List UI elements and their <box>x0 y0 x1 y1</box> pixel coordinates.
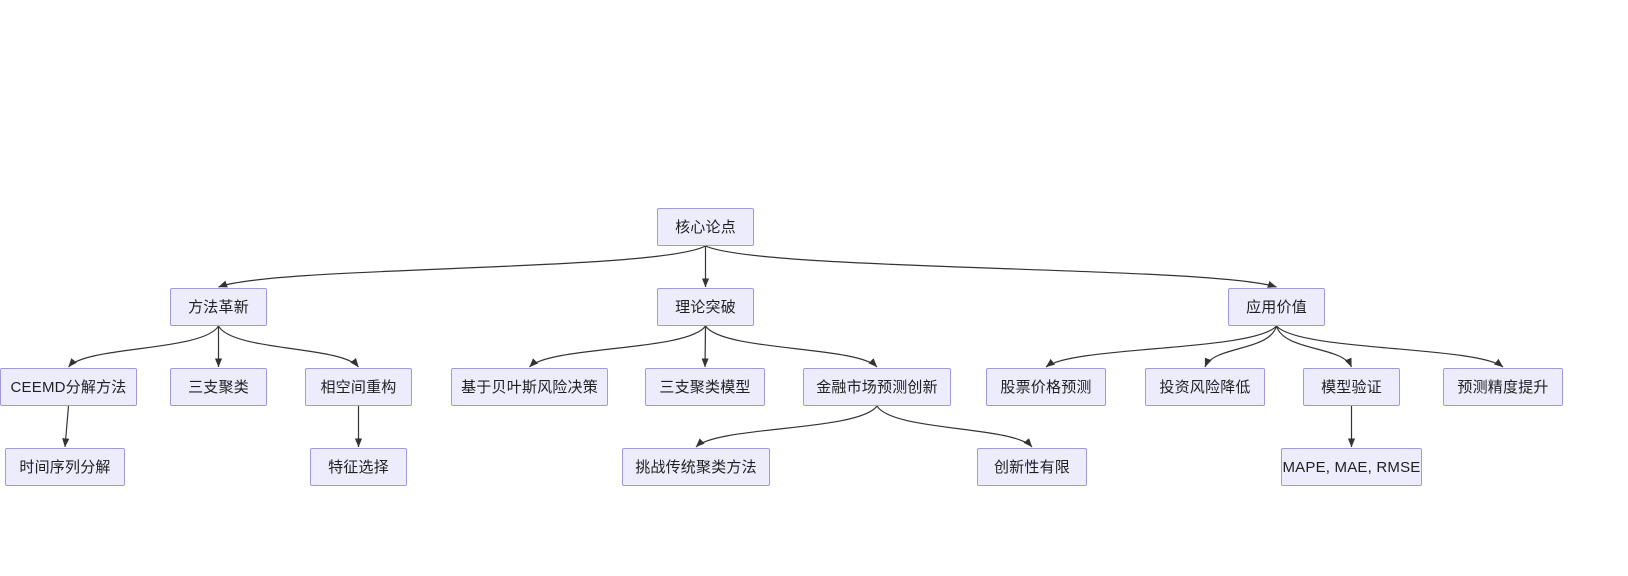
node-label: 时间序列分解 <box>19 458 111 476</box>
node-label: 挑战传统聚类方法 <box>635 458 757 476</box>
node-label: 投资风险降低 <box>1159 378 1251 396</box>
node-c2[interactable]: 三支聚类 <box>170 368 267 406</box>
edge-m2-to-c5 <box>701 325 709 368</box>
edge-root-to-m3 <box>705 245 1277 288</box>
node-m3[interactable]: 应用价值 <box>1228 288 1325 326</box>
node-label: 理论突破 <box>675 298 736 316</box>
edge-root-to-m1 <box>218 245 706 288</box>
node-label: 预测精度提升 <box>1457 378 1549 396</box>
edge-c6-to-d3 <box>695 405 878 448</box>
node-label: 方法革新 <box>188 298 249 316</box>
node-c10[interactable]: 预测精度提升 <box>1443 368 1563 406</box>
node-c8[interactable]: 投资风险降低 <box>1145 368 1265 406</box>
node-label: CEEMD分解方法 <box>10 378 127 396</box>
edge-m3-to-c8 <box>1204 325 1278 368</box>
node-c4[interactable]: 基于贝叶斯风险决策 <box>451 368 608 406</box>
node-label: 金融市场预测创新 <box>816 378 938 396</box>
node-label: 基于贝叶斯风险决策 <box>461 378 598 396</box>
node-c3[interactable]: 相空间重构 <box>305 368 412 406</box>
node-label: 核心论点 <box>675 218 736 236</box>
edge-m1-to-c1 <box>68 325 220 368</box>
node-d3[interactable]: 挑战传统聚类方法 <box>622 448 770 486</box>
edge-m3-to-c10 <box>1276 325 1504 368</box>
node-label: 应用价值 <box>1246 298 1307 316</box>
node-m2[interactable]: 理论突破 <box>657 288 754 326</box>
node-d2[interactable]: 特征选择 <box>310 448 407 486</box>
node-root[interactable]: 核心论点 <box>657 208 754 246</box>
node-d4[interactable]: 创新性有限 <box>977 448 1087 486</box>
node-label: 模型验证 <box>1321 378 1382 396</box>
node-c6[interactable]: 金融市场预测创新 <box>803 368 951 406</box>
edge-m1-to-c3 <box>217 325 359 368</box>
node-m1[interactable]: 方法革新 <box>170 288 267 326</box>
node-label: 创新性有限 <box>993 458 1070 476</box>
node-label: MAPE, MAE, RMSE <box>1282 458 1421 476</box>
edge-c1-to-d1 <box>62 405 70 448</box>
node-c5[interactable]: 三支聚类模型 <box>645 368 765 406</box>
edge-m2-to-c4 <box>529 325 706 368</box>
edge-c6-to-d4 <box>876 405 1033 448</box>
edge-m3-to-c9 <box>1275 325 1353 368</box>
edge-m2-to-c6 <box>705 325 878 368</box>
node-label: 股票价格预测 <box>1000 378 1092 396</box>
node-c1[interactable]: CEEMD分解方法 <box>0 368 137 406</box>
node-label: 三支聚类 <box>188 378 249 396</box>
node-label: 特征选择 <box>328 458 389 476</box>
node-label: 相空间重构 <box>320 378 397 396</box>
node-d5[interactable]: MAPE, MAE, RMSE <box>1281 448 1422 486</box>
node-label: 三支聚类模型 <box>659 378 751 396</box>
edge-m3-to-c7 <box>1045 325 1277 368</box>
node-d1[interactable]: 时间序列分解 <box>5 448 125 486</box>
node-c7[interactable]: 股票价格预测 <box>986 368 1106 406</box>
node-c9[interactable]: 模型验证 <box>1303 368 1400 406</box>
